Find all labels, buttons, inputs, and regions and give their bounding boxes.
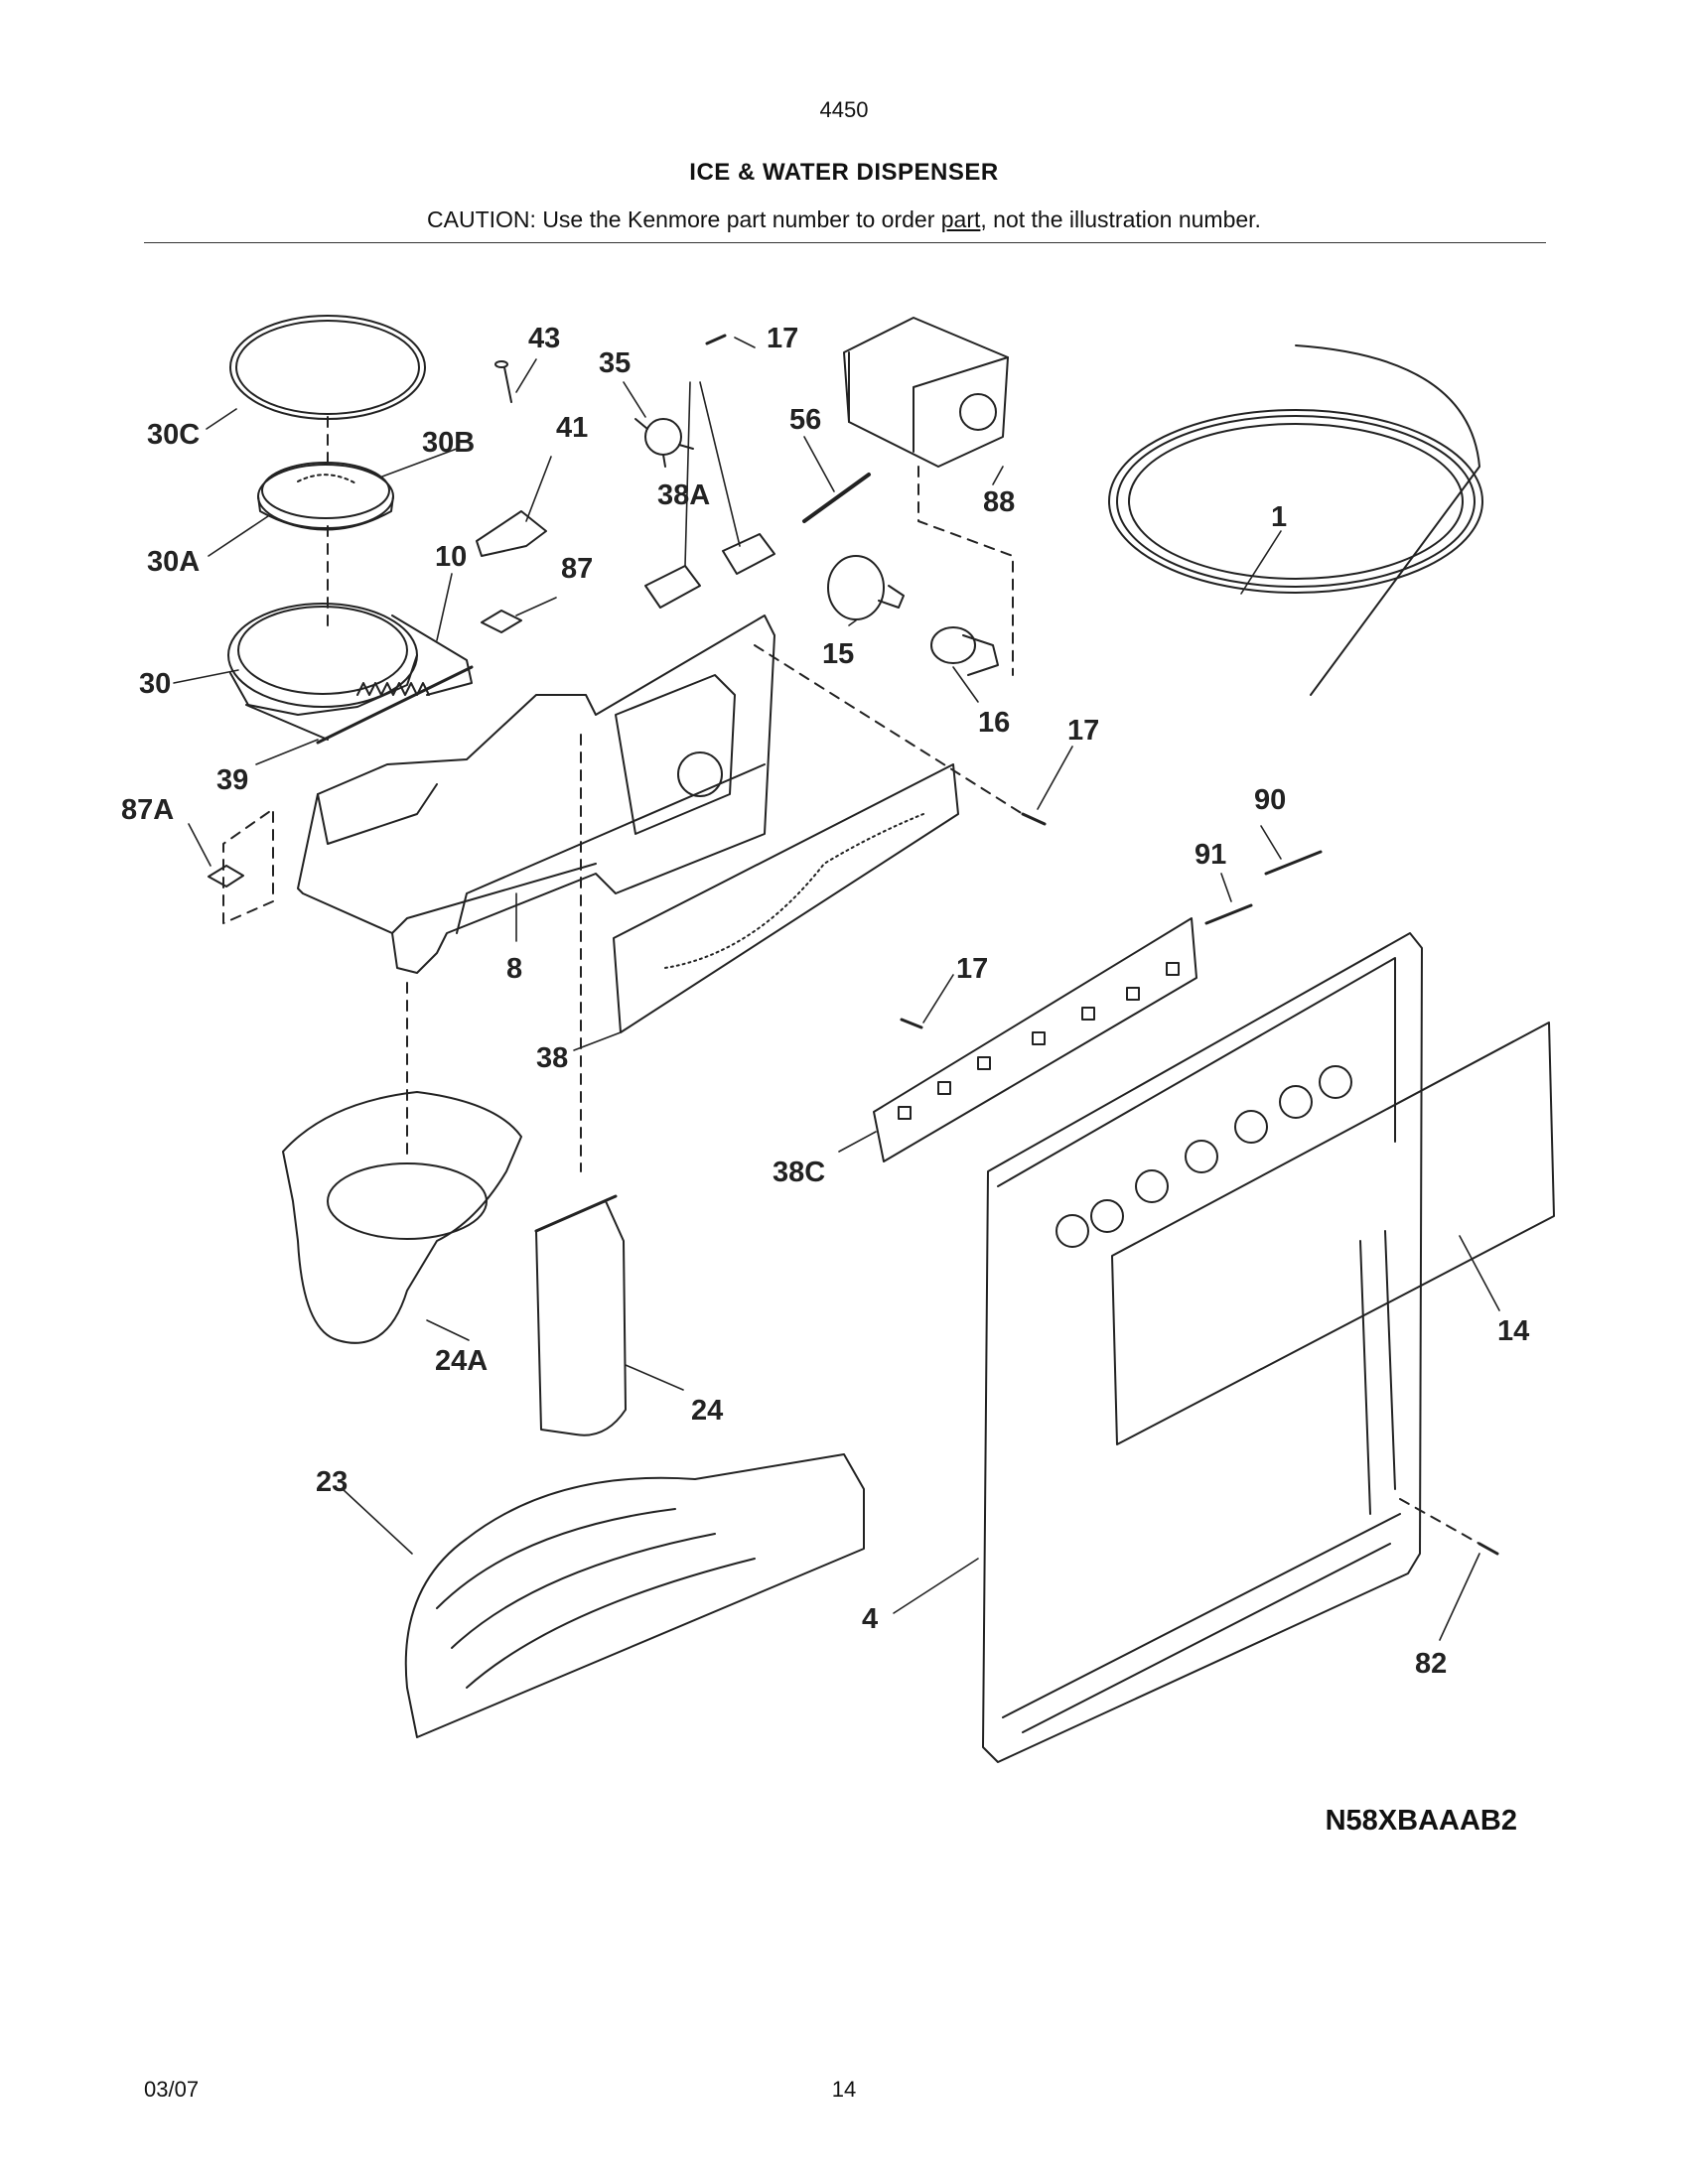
part-39-rod [316,665,474,745]
callout-17c: 17 [956,953,988,985]
callout-91: 91 [1195,839,1226,871]
part-35-switch [634,418,694,468]
part-30c-gasket [229,315,426,420]
caution-part-word: part [940,206,981,232]
callout-38c: 38C [773,1157,825,1188]
callout-leaders [173,337,1500,1641]
callout-90: 90 [1254,784,1286,816]
callout-43: 43 [528,323,560,354]
part-30-housing [227,603,473,741]
part-91-90-pins [1204,850,1323,925]
part-82-screw [1477,1542,1499,1556]
callout-4: 4 [862,1603,878,1635]
part-1-tubing [1108,344,1483,696]
part-24a-ice-chute [282,1091,522,1344]
part-14-trim [1111,1022,1555,1445]
callout-24a: 24A [435,1345,488,1377]
callout-38: 38 [536,1042,568,1074]
part-87a-plate [208,865,244,887]
callout-8: 8 [506,953,522,985]
callout-38a: 38A [657,479,710,511]
callout-17b: 17 [1067,715,1099,747]
part-30a-cap [257,462,394,531]
dash-line [1399,1498,1480,1545]
page-title: ICE & WATER DISPENSER [689,159,999,186]
caution-note: CAUTION: Use the Kenmore part number to … [0,206,1688,233]
callout-87a: 87A [121,794,174,826]
callout-17: 17 [767,323,798,354]
part-87-plate [481,610,522,633]
model-number: 4450 [819,97,869,122]
part-38a-switches [644,533,775,609]
callout-88: 88 [983,486,1015,518]
part-38-board [613,763,959,1033]
callout-35: 35 [599,347,631,379]
diagram-code: N58XBAAAB2 [1325,1805,1517,1837]
part-16-socket [930,626,999,676]
part-56-spring [802,473,871,523]
callout-41: 41 [556,412,588,444]
callout-23: 23 [316,1466,348,1498]
dash-line [754,644,1024,815]
callout-30a: 30A [147,546,200,578]
part-41-bracket [476,510,547,557]
part-15-bulb [827,555,905,620]
callout-56: 56 [789,404,821,436]
callout-87: 87 [561,553,593,585]
part-17-screw [900,1018,923,1029]
callout-15: 15 [822,638,854,670]
dash-line [917,466,1014,676]
caution-text-end: , not the illustration number. [980,206,1261,232]
part-17-screw [1021,812,1047,826]
part-24-flapper [534,1194,627,1436]
footer-date: 03/07 [144,2077,200,2102]
callout-30c: 30C [147,419,200,451]
panel-buttons [1055,1065,1352,1248]
part-23-drip-tray [404,1453,865,1738]
header-divider [144,242,1546,243]
part-88-box [843,317,1009,468]
callout-labels: 30C 43 35 17 56 88 1 30B 41 38A 30A 10 8… [121,323,1529,1680]
callout-82: 82 [1415,1648,1447,1680]
part-4-frame [982,932,1423,1763]
dash-line [222,808,274,924]
part-43-screw [494,360,512,403]
caution-text: CAUTION: Use the Kenmore part number to … [427,206,941,232]
callout-1: 1 [1271,501,1287,533]
callout-14: 14 [1497,1315,1529,1347]
part-38c-board [873,917,1197,1162]
callout-24: 24 [691,1395,723,1427]
callout-39: 39 [216,764,248,796]
page-number: 14 [831,2077,857,2102]
callout-30b: 30B [422,427,475,459]
callout-30: 30 [139,668,171,700]
part-8-chute-housing [297,614,775,974]
part-17-screw [705,334,727,345]
callout-16: 16 [978,707,1010,739]
callout-10: 10 [435,541,467,573]
